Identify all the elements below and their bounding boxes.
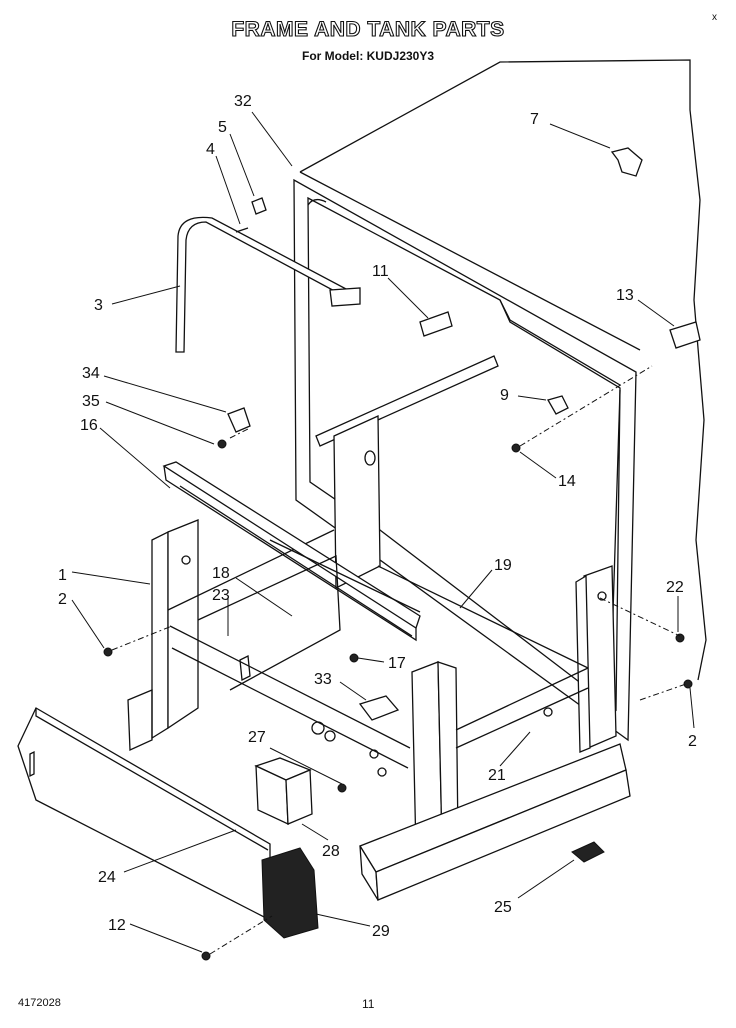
callout-4: 4 xyxy=(206,141,215,158)
part-22-screw xyxy=(675,633,685,643)
part-7-clip xyxy=(610,147,643,177)
part-16-rail xyxy=(162,461,421,642)
part-2-screw-right xyxy=(683,679,693,689)
base-frame xyxy=(127,414,631,901)
callout-2-left: 2 xyxy=(58,591,67,608)
callout-1: 1 xyxy=(58,567,67,584)
part-34-clip xyxy=(227,407,251,433)
tank-assembly xyxy=(293,59,707,742)
callout-12: 12 xyxy=(108,917,126,934)
part-13-bracket xyxy=(669,321,701,349)
callout-17: 17 xyxy=(388,655,406,672)
part-12-screw xyxy=(201,951,211,961)
callout-13: 13 xyxy=(616,287,634,304)
callout-16: 16 xyxy=(80,417,98,434)
part-33-block xyxy=(358,695,400,721)
callout-9: 9 xyxy=(500,387,509,404)
callout-25: 25 xyxy=(494,899,512,916)
callout-22: 22 xyxy=(666,579,684,596)
callout-24: 24 xyxy=(98,869,116,886)
callout-33: 33 xyxy=(314,671,332,688)
callout-5: 5 xyxy=(218,119,227,136)
part-9-fastener xyxy=(547,395,569,415)
leader-lines xyxy=(71,111,695,953)
callout-11: 11 xyxy=(372,263,389,280)
part-25-leveler xyxy=(571,841,605,863)
callout-27: 27 xyxy=(248,729,266,746)
part-18-23-panel xyxy=(197,555,341,691)
callout-21: 21 xyxy=(488,767,506,784)
document-code: 4172028 xyxy=(18,997,61,1009)
callout-35: 35 xyxy=(82,393,100,410)
callout-29: 29 xyxy=(372,923,390,940)
callout-19: 19 xyxy=(494,557,512,574)
model-subtitle: For Model: KUDJ230Y3 xyxy=(301,49,435,63)
callout-3: 3 xyxy=(94,297,103,314)
part-5-screw xyxy=(251,197,267,215)
part-3-4-gasket xyxy=(175,216,361,353)
callout-23: 23 xyxy=(212,587,230,604)
page-title: FRAME AND TANK PARTS xyxy=(231,17,505,41)
callout-7: 7 xyxy=(530,111,539,128)
callout-18: 18 xyxy=(212,565,230,582)
callout-32: 32 xyxy=(234,93,252,110)
part-11-bracket xyxy=(419,311,453,337)
callout-labels: 32 5 4 7 3 11 13 34 35 16 9 14 1 2 18 23… xyxy=(58,93,697,940)
callout-28: 28 xyxy=(322,843,340,860)
part-28-box xyxy=(254,757,313,826)
part-2-screw-left xyxy=(103,647,113,657)
callout-14: 14 xyxy=(558,473,576,490)
corner-mark: x xyxy=(712,12,717,23)
part-17-screw xyxy=(349,653,359,663)
part-24-kickplate xyxy=(17,707,271,922)
part-29-insulation xyxy=(261,847,319,939)
callout-2-right: 2 xyxy=(688,733,697,750)
part-14-screw xyxy=(511,443,521,453)
page-number: 11 xyxy=(362,997,375,1011)
part-27-screw xyxy=(337,783,347,793)
part-35-screw xyxy=(217,439,227,449)
callout-34: 34 xyxy=(82,365,100,382)
